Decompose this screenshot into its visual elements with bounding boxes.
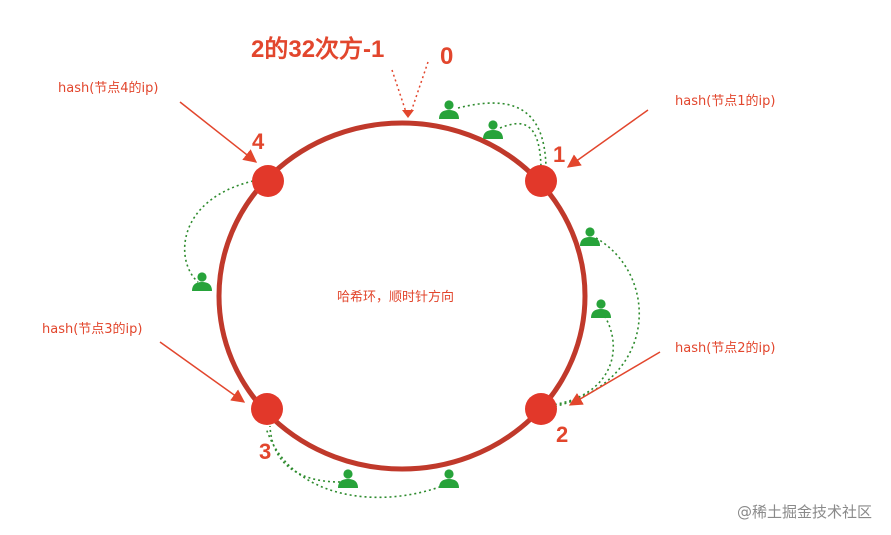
watermark: @稀土掘金技术社区	[737, 503, 872, 521]
node-3-hash-label: hash(节点3的ip)	[42, 321, 143, 337]
zero-pointer	[410, 61, 429, 113]
node-2-hash-label: hash(节点2的ip)	[675, 340, 776, 356]
user-icon	[338, 469, 358, 488]
ring-origin-marker	[402, 110, 414, 118]
node-4-label: 4	[252, 129, 265, 154]
node-1	[525, 165, 557, 197]
node-4-hash-arrow	[179, 101, 258, 163]
node-2-hash-arrow	[568, 351, 661, 406]
mapping-curves	[183, 102, 640, 499]
user-icon	[591, 299, 611, 318]
hash-ring	[216, 120, 588, 472]
mapping-curve-user2-node1	[499, 122, 542, 169]
max-value-label: 2的32次方-1	[251, 35, 384, 63]
node-4	[252, 165, 284, 197]
mapping-curve-user7-node3	[265, 427, 446, 499]
user-icon	[192, 272, 212, 291]
user-icon	[483, 120, 503, 139]
zero-label: 0	[440, 43, 453, 70]
node-1-hash-arrow	[566, 109, 649, 168]
max-value-pointer	[391, 69, 407, 113]
ring-center-label: 哈希环，顺时针方向	[337, 289, 454, 305]
node-3	[251, 393, 283, 425]
node-2	[525, 393, 557, 425]
node-1-label: 1	[553, 142, 565, 167]
mapping-curve-user3-node2	[547, 237, 640, 409]
user-icons	[192, 100, 611, 488]
node-3-label: 3	[259, 439, 271, 464]
user-icon	[439, 100, 459, 119]
node-1-hash-label: hash(节点1的ip)	[675, 93, 776, 109]
mapping-curve-user1-node1	[457, 102, 547, 169]
mapping-curve-node4-user5	[183, 180, 254, 283]
node-2-label: 2	[556, 422, 568, 447]
user-icon	[439, 469, 459, 488]
node-4-hash-label: hash(节点4的ip)	[58, 80, 159, 96]
node-3-hash-arrow	[159, 341, 246, 403]
mapping-curve-user6-node3	[269, 425, 341, 483]
user-icon	[580, 227, 600, 246]
